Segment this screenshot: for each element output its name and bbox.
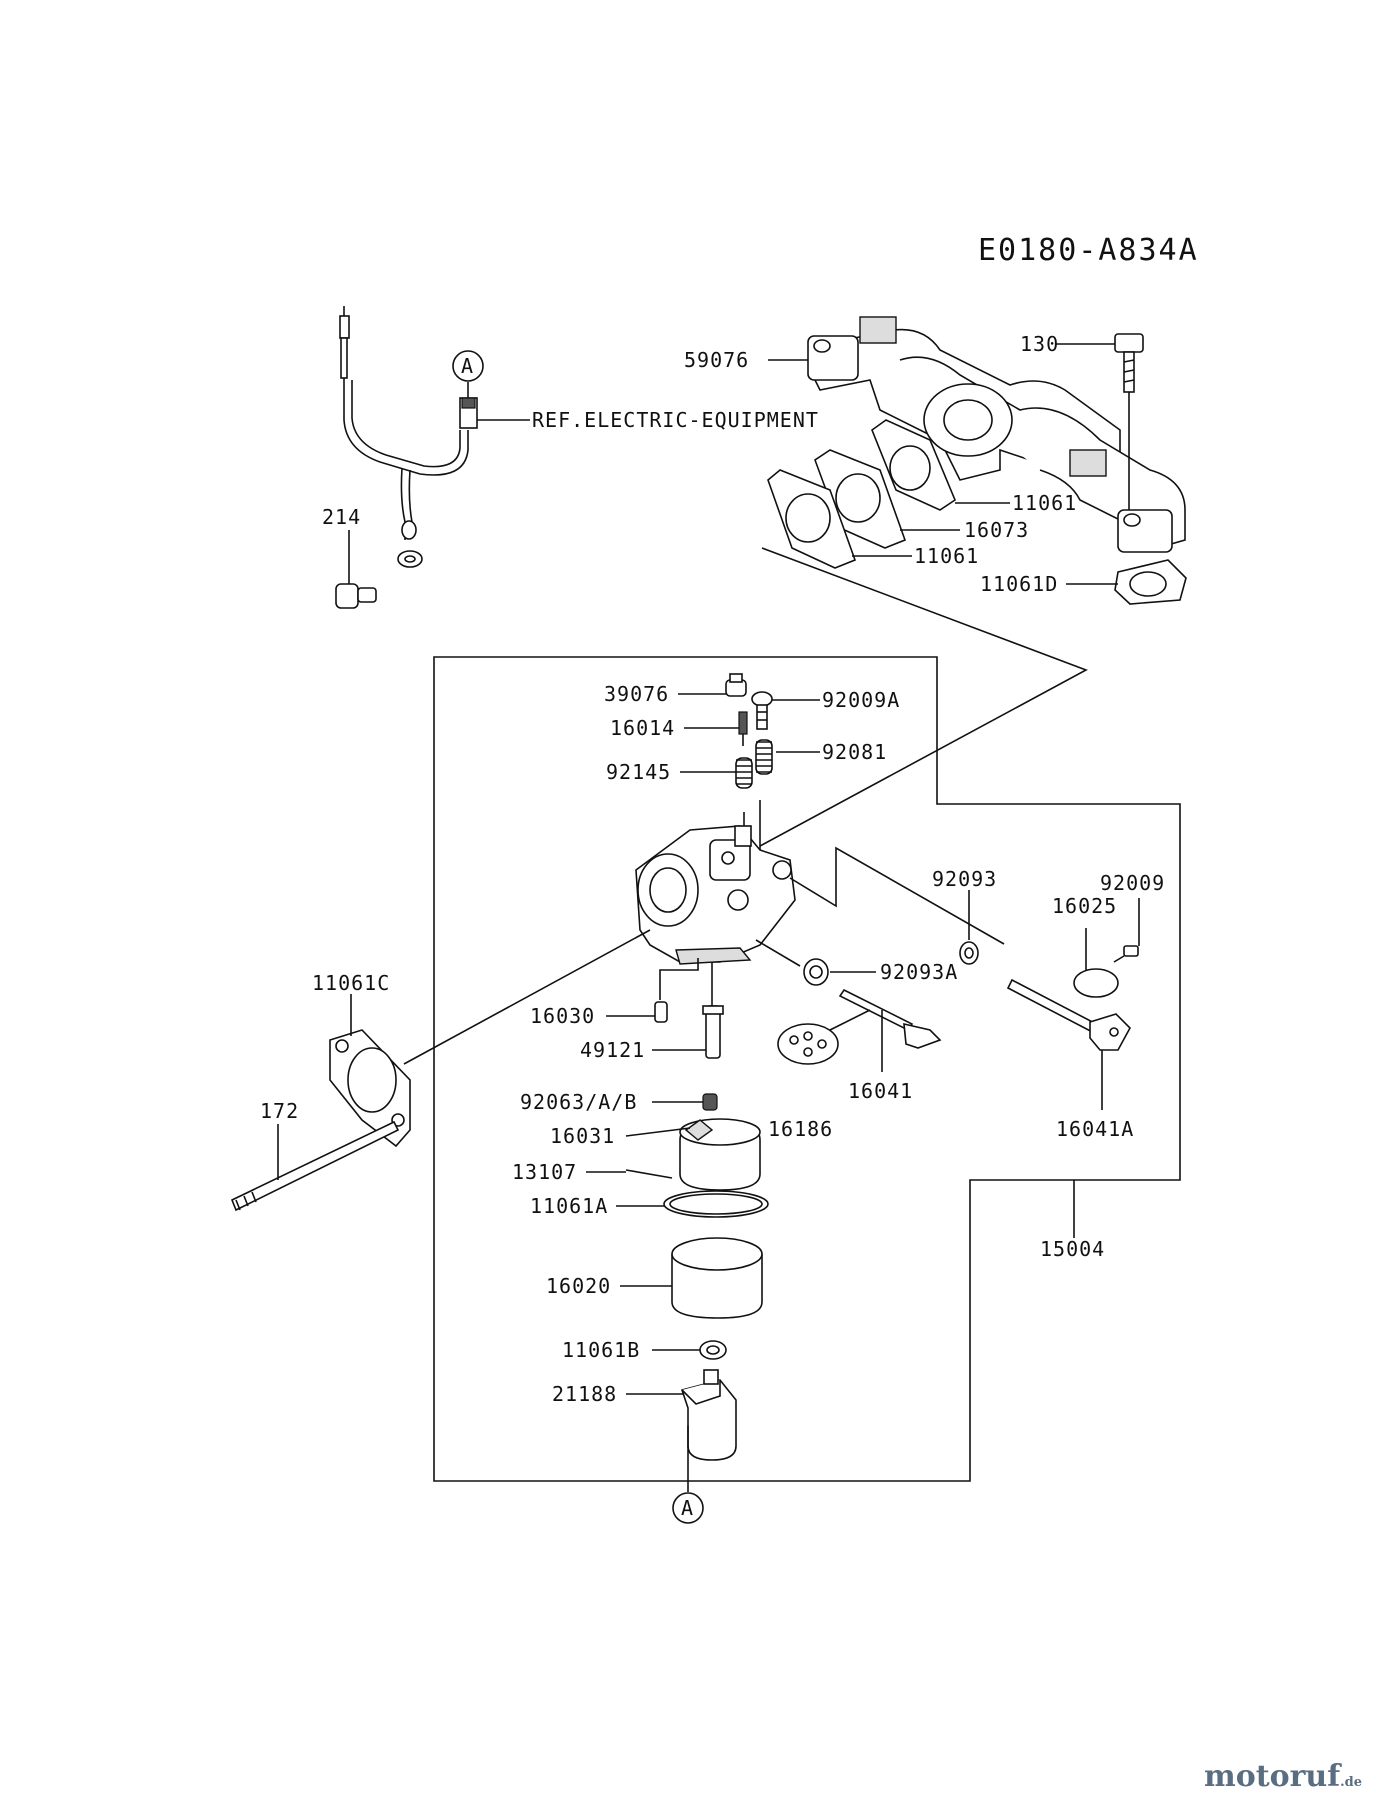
label-92063: 92063/A/B <box>520 1090 637 1114</box>
label-16014: 16014 <box>610 716 675 740</box>
washer-11061b <box>699 1340 727 1360</box>
plate-16186 <box>777 1023 839 1065</box>
label-92081: 92081 <box>822 740 887 764</box>
gasket-11061-upper <box>871 419 956 511</box>
label-214: 214 <box>322 505 361 529</box>
label-16041: 16041 <box>848 1079 913 1103</box>
label-16031: 16031 <box>550 1124 615 1148</box>
label-11061-upper: 11061 <box>1012 491 1077 515</box>
label-11061b: 11061B <box>562 1338 640 1362</box>
bolt-214 <box>335 530 377 609</box>
label-92093: 92093 <box>932 867 997 891</box>
label-16186: 16186 <box>768 1117 833 1141</box>
shaft-16041a <box>1006 978 1131 1051</box>
reference-note: REF.ELECTRIC-EQUIPMENT <box>532 408 819 432</box>
intake-manifold <box>807 316 1186 553</box>
svg-text:A: A <box>461 354 474 378</box>
label-92009: 92009 <box>1100 871 1165 895</box>
label-172: 172 <box>260 1099 299 1123</box>
svg-text:A: A <box>681 1496 694 1520</box>
label-16025: 16025 <box>1052 894 1117 918</box>
screw-92009 <box>1113 945 1139 963</box>
gasket-11061d <box>1114 559 1187 605</box>
spring-92081 <box>755 739 773 775</box>
float-16031 <box>679 1118 761 1191</box>
stud-172 <box>230 1120 400 1212</box>
screw-92009a <box>751 691 773 730</box>
gasket-11061-lower <box>767 469 857 569</box>
gasket-11061c <box>329 1029 411 1148</box>
oring-11061a <box>663 1190 769 1218</box>
diagram-code: E0180-A834A <box>978 233 1199 268</box>
pin-13107 <box>625 1169 673 1179</box>
gasket-16073 <box>814 449 907 549</box>
watermark-logo: motoruf.de <box>1203 1759 1362 1794</box>
plate-16025 <box>1073 968 1119 998</box>
label-11061-lower: 11061 <box>914 544 979 568</box>
label-11061c: 11061C <box>312 971 390 995</box>
label-59076: 59076 <box>684 348 749 372</box>
shaft-16041 <box>838 988 942 1049</box>
label-16073: 16073 <box>964 518 1029 542</box>
carburetor-body <box>635 800 796 965</box>
label-92009a: 92009A <box>822 688 900 712</box>
connector-marker-top: A <box>452 350 484 382</box>
label-15004: 15004 <box>1040 1237 1105 1261</box>
screw-39076 <box>725 673 747 697</box>
assembly-outline-15004 <box>433 656 1181 1482</box>
connector-marker-bottom: A <box>672 1492 704 1524</box>
label-13107: 13107 <box>512 1160 577 1184</box>
label-16030: 16030 <box>530 1004 595 1028</box>
label-92145: 92145 <box>606 760 671 784</box>
label-92093a: 92093A <box>880 960 958 984</box>
bowl-16020 <box>671 1237 763 1319</box>
needle-16014 <box>738 711 748 746</box>
bolt-130 <box>1114 333 1144 510</box>
washer-92093a <box>803 958 829 986</box>
jet-16030 <box>654 1001 668 1023</box>
label-130: 130 <box>1020 332 1059 356</box>
label-11061d: 11061D <box>980 572 1058 596</box>
label-16041a: 16041A <box>1056 1117 1134 1141</box>
screw-92063 <box>702 1093 718 1111</box>
spring-92145 <box>735 757 753 789</box>
washer-92093 <box>959 941 979 965</box>
label-16020: 16020 <box>546 1274 611 1298</box>
label-21188: 21188 <box>552 1382 617 1406</box>
label-39076: 39076 <box>604 682 669 706</box>
label-49121: 49121 <box>580 1038 645 1062</box>
label-11061a: 11061A <box>530 1194 608 1218</box>
wire-harness <box>339 306 530 568</box>
bolt-21188 <box>680 1369 737 1461</box>
nozzle-49121 <box>702 1005 724 1059</box>
